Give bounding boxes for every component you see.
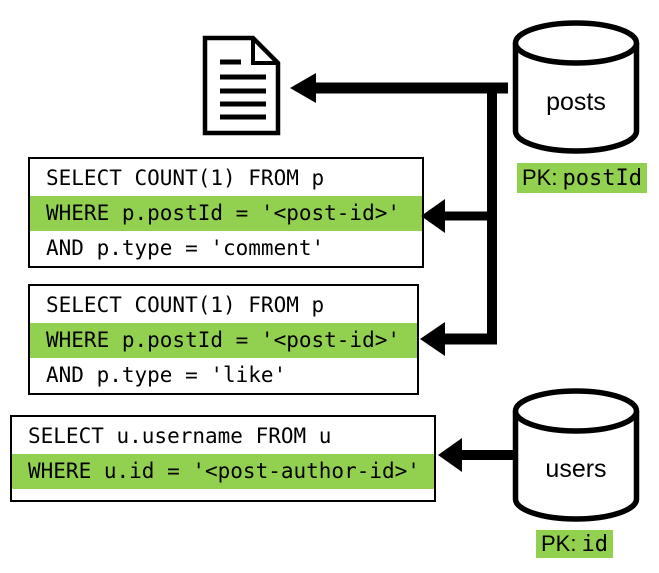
users-database-label: users [545, 455, 607, 483]
query-box-comment-count: SELECT COUNT(1) FROM p WHERE p.postId = … [28, 157, 424, 268]
query-line: AND p.type = 'comment' [46, 236, 325, 260]
arrow-users-to-username-query [438, 438, 516, 472]
posts-pk-prefix: PK: [522, 165, 558, 190]
query-line: SELECT COUNT(1) FROM p [46, 293, 325, 317]
users-pk-prefix: PK: [541, 531, 577, 556]
arrow-posts-to-like-query [420, 322, 497, 356]
arrow-posts-to-document [290, 73, 508, 103]
query-line: AND p.type = 'like' [46, 363, 287, 387]
query-box-username: SELECT u.username FROM u WHERE u.id = '<… [10, 415, 436, 502]
arrow-posts-to-comment-query [421, 199, 497, 233]
users-pk-field: id [581, 531, 608, 557]
query-line-highlighted: WHERE p.postId = '<post-id>' [30, 323, 417, 358]
query-line-highlighted: WHERE u.id = '<post-author-id>' [12, 454, 434, 489]
posts-database-label: posts [546, 88, 606, 116]
query-line-highlighted: WHERE p.postId = '<post-id>' [30, 196, 422, 231]
posts-pk-badge: PK: postId [517, 163, 647, 193]
users-pk-badge: PK: id [536, 530, 613, 558]
posts-pk-field: postId [562, 165, 642, 191]
query-box-like-count: SELECT COUNT(1) FROM p WHERE p.postId = … [28, 284, 419, 395]
query-line: SELECT COUNT(1) FROM p [46, 166, 325, 190]
query-line: SELECT u.username FROM u [28, 424, 332, 448]
posts-database-icon [512, 20, 640, 154]
document-icon [202, 35, 281, 136]
users-database-icon [512, 388, 640, 522]
